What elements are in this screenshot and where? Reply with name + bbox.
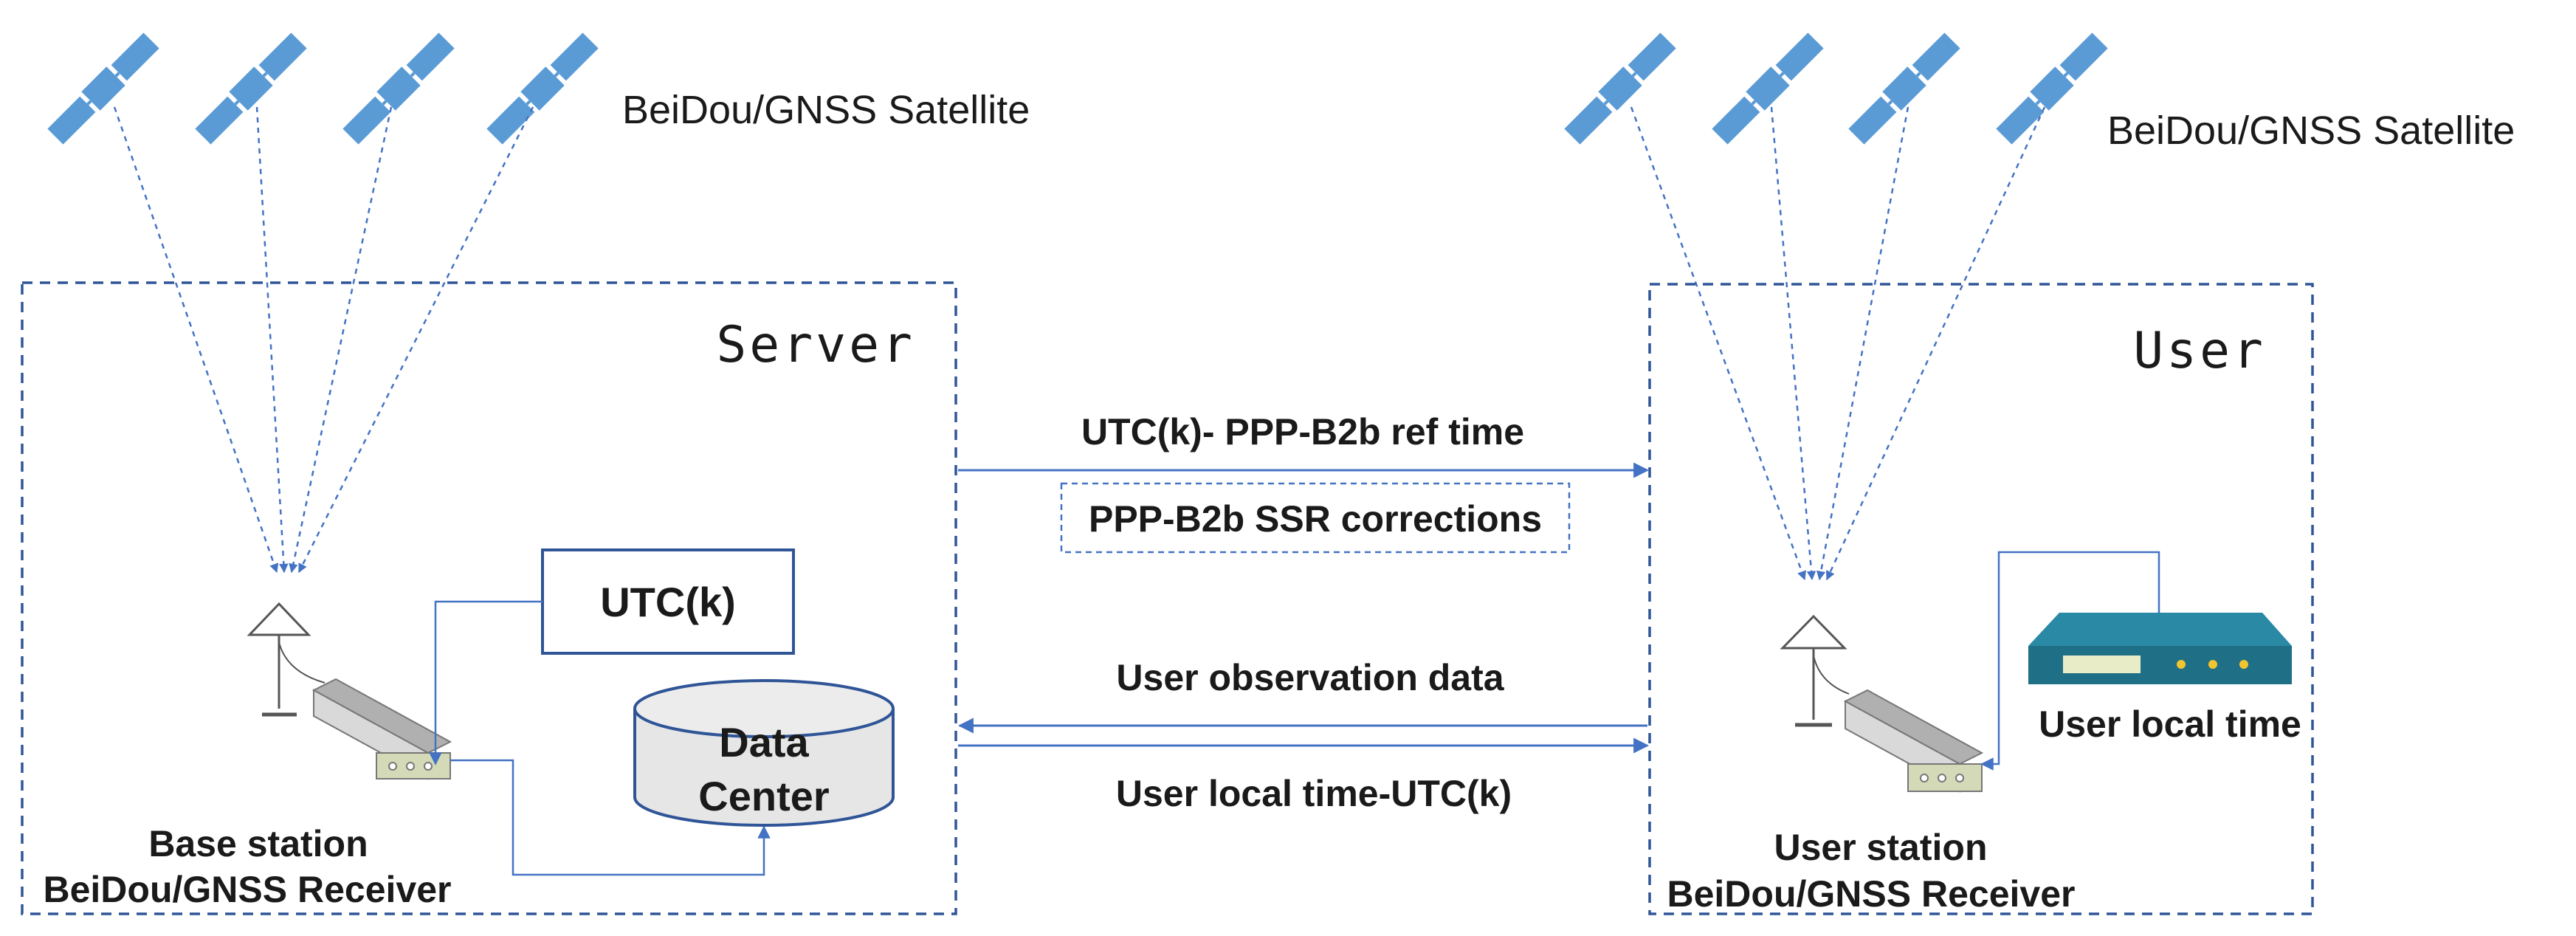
ref-time-label: UTC(k)- PPP-B2b ref time (1081, 411, 1524, 452)
satellite-icon (193, 31, 309, 146)
base-station-label-line2: BeiDou/GNSS Receiver (44, 869, 452, 910)
satellite-icon (485, 31, 600, 146)
satellite-icon (341, 31, 456, 146)
ssr-corrections-label: PPP-B2b SSR corrections (1089, 498, 1542, 540)
user-clock-device-icon (2028, 613, 2292, 684)
ssr-corrections-box (1060, 482, 1571, 554)
links: UTC(k)- PPP-B2b ref time PPP-B2b SSR cor… (957, 411, 1650, 814)
user-antenna-icon (1780, 614, 1850, 727)
user-receiver-icon (1843, 689, 1984, 793)
clock-to-receiver-line (1980, 551, 2160, 771)
data-center-icon (633, 679, 895, 827)
receiver-to-datacenter-line (450, 759, 771, 876)
local-minus-utc-label: User local time-UTC(k) (1116, 773, 1512, 814)
observation-data-label: User observation data (1116, 657, 1504, 698)
satellites-left (46, 31, 600, 146)
base-receiver-icon (311, 678, 452, 780)
signal-lines-right (1630, 106, 2046, 581)
data-center-label-line1: Data (719, 719, 809, 765)
utc-k-label: UTC(k) (600, 579, 736, 625)
satellite-label-right: BeiDou/GNSS Satellite (2107, 109, 2515, 153)
base-station-label-line1: Base station (148, 823, 368, 864)
data-center-label-line2: Center (698, 773, 829, 819)
satellite-icon (46, 31, 161, 146)
server-panel: Server UTC(k) Data Cent (21, 281, 957, 915)
user-station-label-line1: User station (1774, 827, 1988, 868)
server-title: Server (716, 316, 915, 374)
satellite-label-left: BeiDou/GNSS Satellite (622, 88, 1030, 132)
satellite-icon (1994, 31, 2110, 146)
satellite-icon (1563, 31, 1678, 146)
user-local-time-label: User local time (2039, 703, 2301, 745)
user-title: User (2133, 322, 2266, 380)
satellites-right (1563, 31, 2110, 146)
signal-lines-left (113, 106, 534, 574)
utc-to-receiver-line (429, 600, 543, 765)
utc-k-box (541, 548, 795, 655)
base-antenna-icon (247, 602, 326, 717)
satellite-icon (1710, 31, 1825, 146)
user-station-label-line2: BeiDou/GNSS Receiver (1667, 873, 2076, 915)
user-panel: User User local time (1648, 283, 2314, 915)
